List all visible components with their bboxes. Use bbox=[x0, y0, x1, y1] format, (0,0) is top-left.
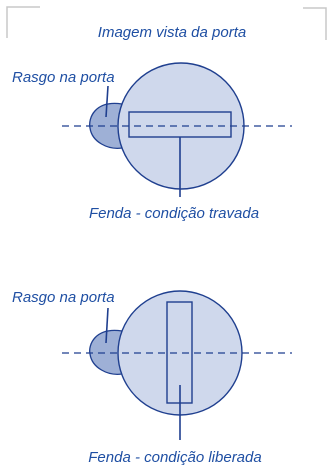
door-groove bbox=[89, 102, 123, 149]
groove-label: Rasgo na porta bbox=[12, 289, 115, 306]
diagram-released: Rasgo na porta Fenda - condição liberada bbox=[12, 289, 292, 466]
groove-leader-line bbox=[105, 307, 109, 344]
slot-label-locked: Fenda - condição travada bbox=[89, 205, 259, 222]
corner-mark-top-right bbox=[303, 7, 327, 40]
slot-label-released: Fenda - condição liberada bbox=[88, 449, 261, 466]
figure-title: Imagem vista da porta bbox=[98, 24, 246, 41]
groove-leader-line bbox=[105, 85, 109, 118]
groove-label: Rasgo na porta bbox=[12, 69, 115, 86]
door-groove bbox=[89, 329, 123, 375]
corner-mark-top-left bbox=[6, 6, 40, 38]
diagram-locked: Rasgo na porta Fenda - condição travada bbox=[12, 62, 292, 222]
